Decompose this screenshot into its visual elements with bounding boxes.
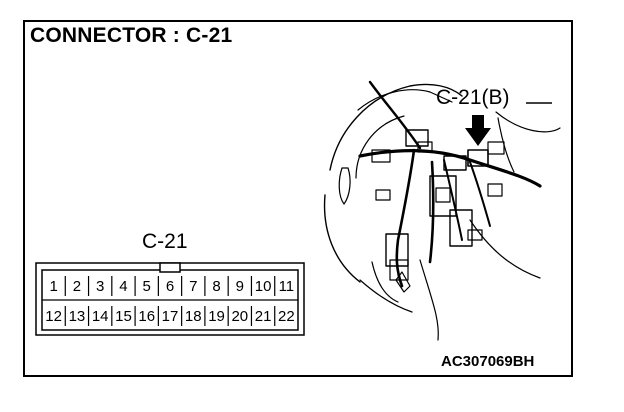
pin-number: 5 [143,278,151,295]
connector-face [35,262,305,336]
pin-number: 12 [45,308,62,325]
location-sketch [323,80,561,341]
pin-number: 18 [185,308,202,325]
pin-number: 1 [49,278,57,295]
pin-number: 16 [138,308,155,325]
pin-number: 15 [115,308,132,325]
main-harness [358,148,542,188]
down-arrow-icon [465,115,491,146]
pin-number: 11 [279,278,295,295]
pin-number: 4 [119,278,127,295]
pin-number: 17 [162,308,179,325]
vent-outline [338,167,351,205]
pin-number: 22 [278,308,295,325]
pin-number: 3 [96,278,104,295]
pin-number: 9 [236,278,244,295]
pin-number: 20 [231,308,248,325]
pin-number: 6 [166,278,174,295]
figure-code: AC307069BH [441,353,535,370]
connector-c21-location [467,149,489,167]
connector-lock-tab [159,262,181,273]
pin-number: 8 [212,278,220,295]
steering-column-outline [329,83,463,171]
page-title: CONNECTOR : C-21 [30,24,233,47]
pin-number: 10 [255,278,272,295]
pin-number: 14 [92,308,109,325]
pin-number: 21 [255,308,272,325]
pin-number: 19 [208,308,225,325]
pin-number: 7 [189,278,197,295]
connector-label: C-21 [142,230,188,253]
location-label: C-21(B) [436,86,510,109]
pin-number: 13 [69,308,86,325]
pin-number: 2 [73,278,81,295]
